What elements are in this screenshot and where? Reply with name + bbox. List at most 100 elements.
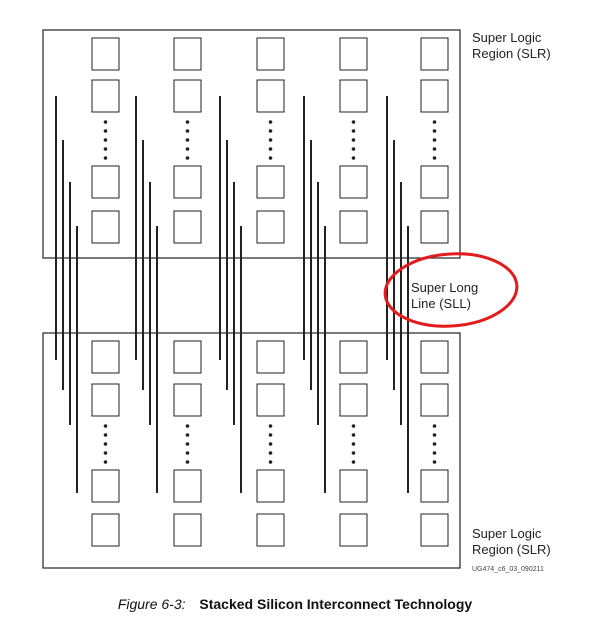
ellipsis-dot xyxy=(103,442,108,446)
logic-block xyxy=(173,340,202,374)
logic-block xyxy=(420,469,449,503)
logic-block xyxy=(420,79,449,113)
ellipsis-dot xyxy=(103,138,108,142)
ellipsis-dot xyxy=(268,424,273,428)
sll-label: Super Long Line (SLL) xyxy=(411,280,479,311)
logic-block xyxy=(91,469,120,503)
logic-block xyxy=(91,210,120,244)
ellipsis-dot xyxy=(432,147,437,151)
logic-block xyxy=(256,79,285,113)
slr-top-region xyxy=(42,29,461,259)
slr-bottom-region xyxy=(42,332,461,569)
ellipsis-dot xyxy=(432,138,437,142)
ellipsis-dot xyxy=(185,442,190,446)
figure-number: Figure 6-3: xyxy=(117,596,186,612)
logic-block xyxy=(339,37,368,71)
slr-top-label: Super Logic Region (SLR) xyxy=(472,30,551,61)
figure-title: Stacked Silicon Interconnect Technology xyxy=(199,596,473,612)
logic-block xyxy=(173,469,202,503)
logic-block xyxy=(91,383,120,417)
logic-block xyxy=(339,469,368,503)
logic-block xyxy=(420,210,449,244)
ellipsis-dot xyxy=(185,424,190,428)
ellipsis-dot xyxy=(185,451,190,455)
ellipsis-dot xyxy=(351,424,356,428)
ellipsis-dot xyxy=(432,129,437,133)
ellipsis-dot xyxy=(432,460,437,464)
ellipsis-dot xyxy=(432,424,437,428)
logic-block xyxy=(256,37,285,71)
ellipsis-dot xyxy=(268,460,273,464)
ellipsis-dot xyxy=(351,460,356,464)
ellipsis-dot xyxy=(185,138,190,142)
logic-block xyxy=(173,79,202,113)
logic-block xyxy=(91,513,120,547)
logic-block xyxy=(339,165,368,199)
ellipsis-dot xyxy=(103,120,108,124)
ellipsis-dot xyxy=(351,147,356,151)
logic-block xyxy=(91,79,120,113)
ellipsis-dot xyxy=(185,147,190,151)
ellipsis-dot xyxy=(185,129,190,133)
logic-block xyxy=(420,383,449,417)
ellipsis-dot xyxy=(351,129,356,133)
logic-block xyxy=(420,513,449,547)
logic-block xyxy=(339,79,368,113)
logic-block xyxy=(339,340,368,374)
ellipsis-dot xyxy=(268,129,273,133)
logic-block xyxy=(420,165,449,199)
logic-block xyxy=(256,340,285,374)
logic-block xyxy=(91,37,120,71)
logic-block xyxy=(173,383,202,417)
ellipsis-dot xyxy=(268,442,273,446)
ellipsis-dot xyxy=(185,156,190,160)
logic-block xyxy=(91,165,120,199)
logic-block xyxy=(173,210,202,244)
ellipsis-dot xyxy=(351,442,356,446)
logic-block xyxy=(256,165,285,199)
logic-block xyxy=(339,210,368,244)
ellipsis-dot xyxy=(432,442,437,446)
logic-block xyxy=(91,340,120,374)
logic-block xyxy=(256,383,285,417)
logic-block xyxy=(420,37,449,71)
logic-block xyxy=(256,210,285,244)
ellipsis-dot xyxy=(103,156,108,160)
sll-highlight-circle xyxy=(383,252,519,328)
ellipsis-dot xyxy=(351,156,356,160)
ellipsis-dot xyxy=(185,120,190,124)
ellipsis-dot xyxy=(268,156,273,160)
ellipsis-dot xyxy=(268,147,273,151)
ellipsis-dot xyxy=(103,433,108,437)
ellipsis-dot xyxy=(103,460,108,464)
ellipsis-dot xyxy=(351,451,356,455)
ellipsis-dot xyxy=(268,138,273,142)
ellipsis-dot xyxy=(268,433,273,437)
ellipsis-dot xyxy=(351,433,356,437)
ellipsis-dot xyxy=(432,451,437,455)
ellipsis-dot xyxy=(103,129,108,133)
ellipsis-dot xyxy=(351,138,356,142)
logic-block xyxy=(173,513,202,547)
logic-block xyxy=(173,37,202,71)
logic-block xyxy=(420,340,449,374)
logic-block xyxy=(173,165,202,199)
ellipsis-dot xyxy=(432,156,437,160)
ellipsis-dot xyxy=(351,120,356,124)
ellipsis-dot xyxy=(268,451,273,455)
ellipsis-dot xyxy=(103,424,108,428)
ellipsis-dot xyxy=(185,460,190,464)
ellipsis-dot xyxy=(268,120,273,124)
ellipsis-dot xyxy=(103,147,108,151)
logic-block xyxy=(256,513,285,547)
figure-caption: Figure 6-3: Stacked Silicon Interconnect… xyxy=(0,596,590,612)
ellipsis-dot xyxy=(432,433,437,437)
ellipsis-dot xyxy=(103,451,108,455)
logic-block xyxy=(339,513,368,547)
slr-bottom-label: Super Logic Region (SLR) xyxy=(472,526,551,557)
logic-block xyxy=(339,383,368,417)
logic-block xyxy=(256,469,285,503)
ellipsis-dot xyxy=(185,433,190,437)
ellipsis-dot xyxy=(432,120,437,124)
